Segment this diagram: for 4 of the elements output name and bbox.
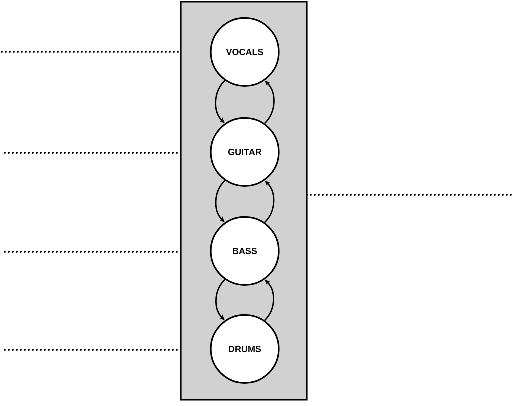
circle-node: GUITAR [210,117,280,187]
circle-node: VOCALS [210,17,280,87]
circle-node: BASS [210,216,280,286]
circle-node: DRUMS [210,314,280,384]
